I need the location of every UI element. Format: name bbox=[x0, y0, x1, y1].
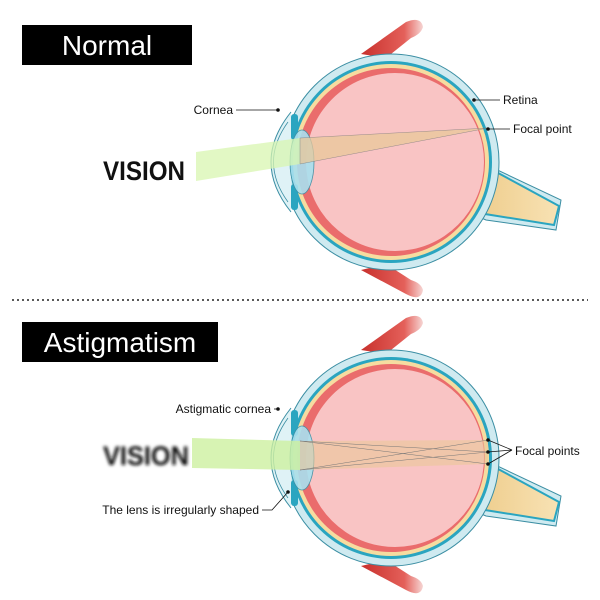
focus-rays bbox=[299, 439, 489, 471]
normal-title-box bbox=[22, 25, 192, 65]
retina-label: Retina bbox=[503, 93, 538, 107]
normal-vision-label: VISION bbox=[103, 156, 185, 186]
focal-point-label: Focal point bbox=[513, 122, 572, 136]
astigmatism-section: Astigmatism VISION Astigmatic cornea Foc… bbox=[22, 314, 580, 595]
normal-title: Normal bbox=[62, 30, 152, 61]
irregular-lens-label: The lens is irregularly shaped bbox=[102, 503, 259, 517]
light-beam bbox=[196, 138, 300, 181]
astigmatic-cornea-label: Astigmatic cornea bbox=[176, 402, 272, 416]
focal-points-label: Focal points bbox=[515, 444, 580, 458]
astigmatism-title-box bbox=[22, 322, 218, 362]
normal-section: Normal VISION Cornea Retina Focal point bbox=[22, 18, 572, 299]
cornea-label: Cornea bbox=[194, 103, 234, 117]
astigmatism-vision-label: VISION bbox=[103, 441, 189, 471]
focus-cone bbox=[299, 127, 489, 165]
light-beam bbox=[192, 438, 300, 470]
astigmatism-title: Astigmatism bbox=[44, 327, 196, 358]
